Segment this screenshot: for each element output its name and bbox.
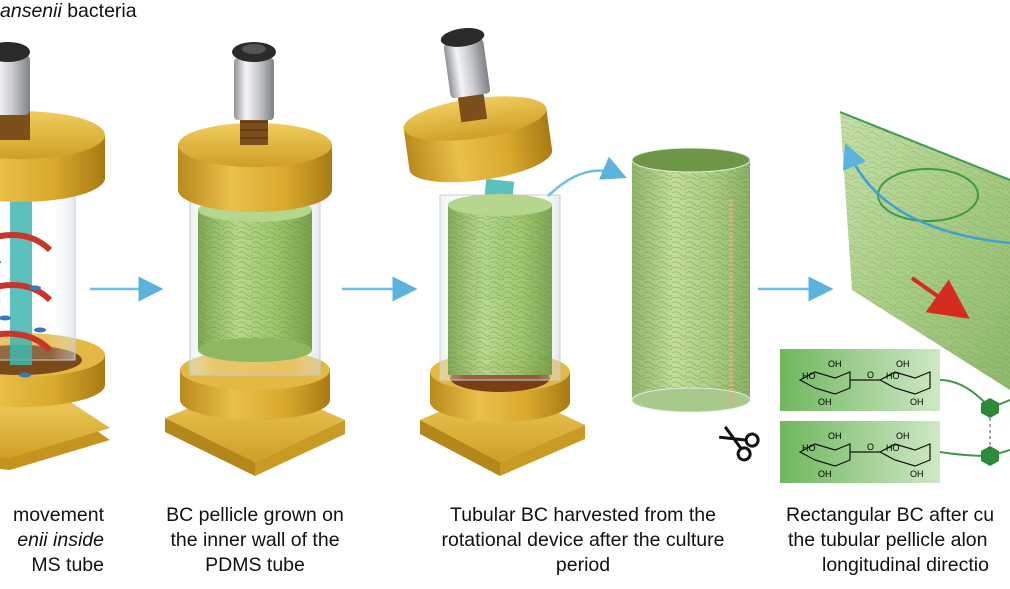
process-arrow-icon	[90, 156, 834, 302]
oh-label: OH	[828, 359, 842, 369]
bacteria-label-italic: ansenii	[0, 0, 62, 22]
cellulose-structure-1: OH OH HO HO O OH OH	[780, 349, 940, 411]
scissors-icon	[718, 425, 760, 462]
caption-stage-2: BC pellicle grown on the inner wall of t…	[166, 504, 344, 576]
chain-connector	[939, 379, 1010, 466]
ho-label: HO	[886, 371, 900, 381]
bacteria-label: ansenii bacteria	[0, 0, 137, 23]
ho-label: HO	[802, 371, 816, 381]
oh-label: OH	[910, 397, 924, 407]
ho-label: HO	[802, 443, 816, 453]
ho-label: HO	[886, 443, 900, 453]
o-label: O	[867, 442, 874, 452]
device-2-pellicle-grown	[165, 42, 345, 476]
oh-label: OH	[896, 431, 910, 441]
rectangular-bc-sheet	[839, 111, 1010, 390]
caption-stage-4: Rectangular BC after cu the tubular pell…	[786, 504, 995, 576]
device-3-harvest	[403, 28, 585, 476]
caption-stage-1: movement enii inside MS tube	[12, 504, 104, 576]
hexagon-icon	[981, 398, 999, 418]
oh-label: OH	[910, 469, 924, 479]
oh-label: OH	[818, 397, 832, 407]
bacteria-label-rest: bacteria	[61, 0, 137, 22]
cellulose-structure-2: OH OH HO HO O OH OH	[780, 421, 940, 483]
o-label: O	[867, 370, 874, 380]
oh-label: OH	[818, 469, 832, 479]
tubular-bc-pellicle	[631, 147, 751, 413]
oh-label: OH	[828, 431, 842, 441]
oh-label: OH	[896, 359, 910, 369]
hexagon-icon	[981, 446, 999, 466]
device-1-rotating	[0, 42, 110, 470]
caption-stage-3: Tubular BC harvested from the rotational…	[441, 504, 725, 576]
